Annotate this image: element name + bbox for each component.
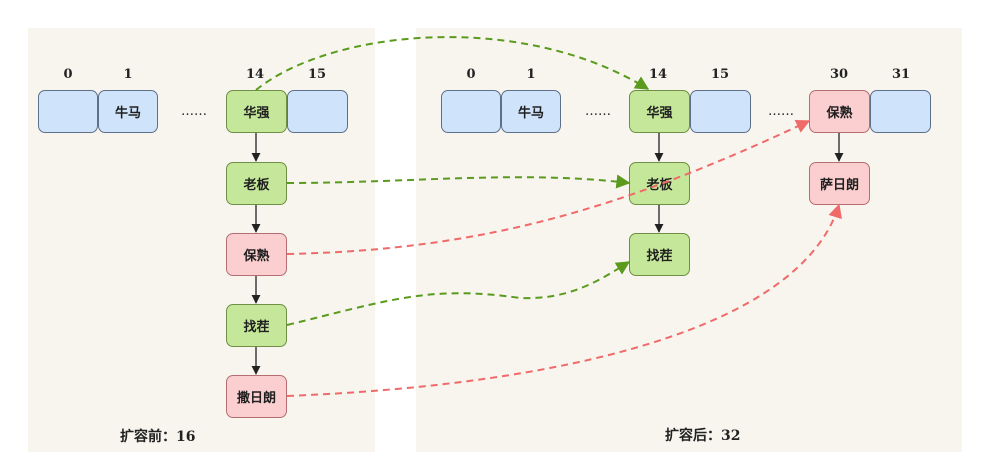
- index-label-0: 0: [63, 67, 73, 82]
- bucket-1-after: 牛马: [501, 90, 561, 133]
- chain-node-baoshu: 保熟: [226, 233, 287, 276]
- chain30-node-sarilang: 萨日朗: [809, 162, 870, 205]
- chain14-node-zhaocha: 找茬: [629, 233, 690, 276]
- index-label-14: 14: [245, 67, 265, 82]
- ellipsis: ……: [181, 104, 207, 119]
- bucket-1: 牛马: [98, 90, 158, 133]
- index-label-14-after: 14: [648, 67, 668, 82]
- bucket-14: 华强: [226, 90, 287, 133]
- bucket-0-after: [441, 90, 501, 133]
- ellipsis-after-2: ……: [768, 104, 794, 119]
- chain-node-zhaocha: 找茬: [226, 304, 287, 347]
- chain-node-laoban: 老板: [226, 162, 287, 205]
- bucket-0: [38, 90, 98, 133]
- bucket-31-after: [870, 90, 931, 133]
- index-label-1-after: 1: [526, 67, 536, 82]
- index-label-1: 1: [123, 67, 133, 82]
- bucket-15: [287, 90, 348, 133]
- index-label-0-after: 0: [466, 67, 476, 82]
- bucket-14-after: 华强: [629, 90, 690, 133]
- index-label-31-after: 31: [891, 67, 911, 82]
- index-label-15-after: 15: [710, 67, 730, 82]
- after-caption: 扩容后：32: [665, 428, 741, 444]
- bucket-15-after: [690, 90, 751, 133]
- bucket-30-after: 保熟: [809, 90, 870, 133]
- chain-node-sarilang: 撒日朗: [226, 375, 287, 418]
- index-label-15: 15: [307, 67, 327, 82]
- ellipsis-after-1: ……: [585, 104, 611, 119]
- chain14-node-laoban: 老板: [629, 162, 690, 205]
- before-caption: 扩容前：16: [120, 429, 196, 445]
- index-label-30-after: 30: [829, 67, 849, 82]
